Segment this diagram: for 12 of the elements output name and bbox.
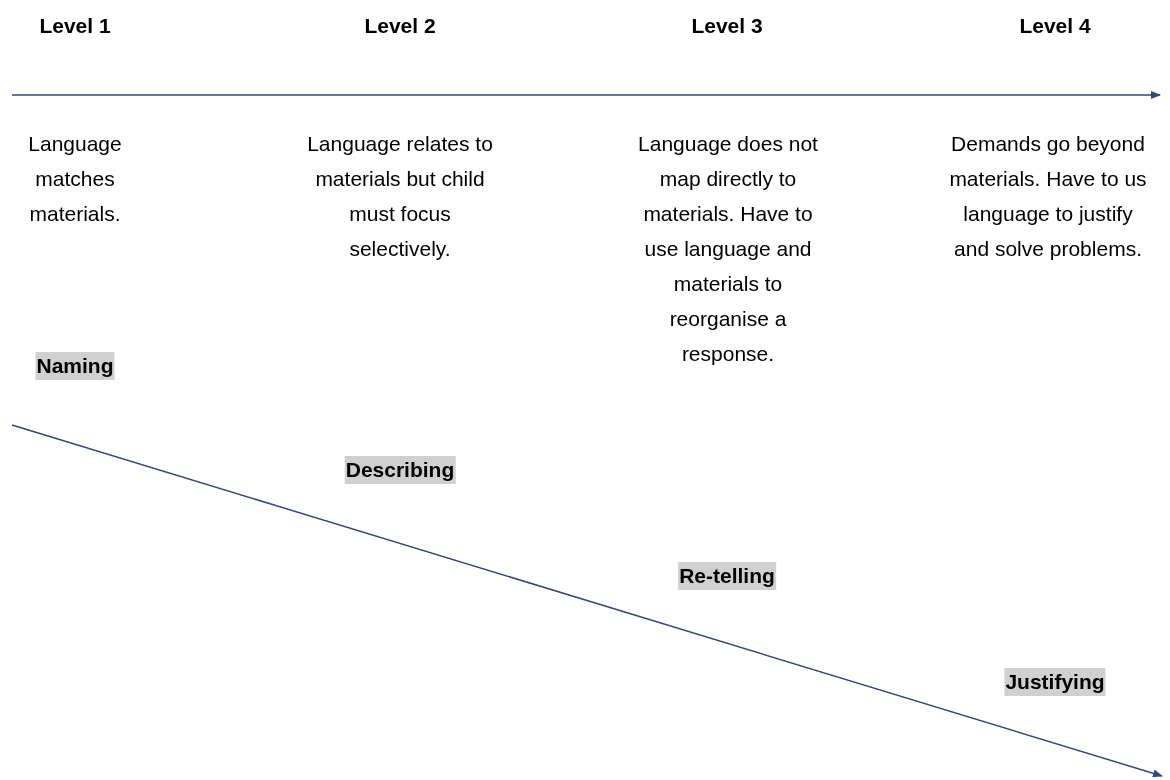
- highlighted-skill-label: Re-telling: [678, 562, 776, 590]
- level-description: Language relates to materials but child must focus selectively.: [306, 131, 494, 262]
- level-heading: Level 2: [364, 14, 436, 38]
- highlighted-skill-label: Justifying: [1004, 668, 1106, 696]
- level-heading: Level 3: [691, 14, 763, 38]
- level-description: Language does not map directly to materials. Have to use language and materials to reorganise a response.: [637, 131, 819, 367]
- highlighted-skill-label: Describing: [344, 456, 456, 484]
- highlighted-skill-label: Naming: [35, 352, 115, 380]
- level-description: Language matches materials.: [27, 131, 123, 227]
- level-heading: Level 4: [1019, 14, 1091, 38]
- level-heading: Level 1: [39, 14, 111, 38]
- level-description: Demands go beyond materials. Have to us language to justify and solve problems.: [948, 131, 1148, 262]
